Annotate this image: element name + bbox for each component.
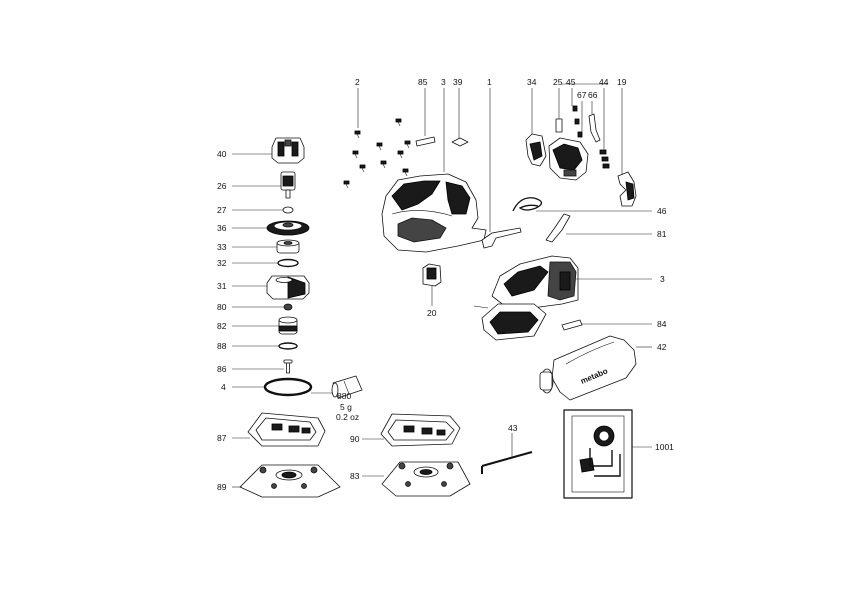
label-46: 46	[657, 206, 667, 216]
label-39: 39	[453, 77, 463, 87]
part-1001-wiring-box	[563, 409, 633, 499]
label-40: 40	[217, 149, 227, 159]
part-84-strip	[561, 319, 583, 331]
part-20-switch	[422, 263, 442, 287]
part-32-circlip	[277, 258, 299, 268]
part-42-dust-bag: metabo	[539, 335, 637, 401]
part-85-strip	[415, 136, 436, 147]
label-80: 80	[217, 302, 227, 312]
part-4-rubber-ring	[263, 377, 313, 397]
part-45-electronics-module	[548, 137, 589, 181]
label-grease-g: 5 g	[340, 402, 352, 412]
label-31: 31	[217, 281, 227, 291]
part-880-grease-tube	[331, 375, 363, 399]
part-31-counterweight	[266, 275, 310, 300]
part-1-switch-rod	[481, 227, 522, 249]
label-3-top: 3	[441, 77, 446, 87]
part-39-pad	[451, 137, 469, 147]
part-88-ring	[278, 342, 298, 350]
part-89-delta-pad	[239, 464, 341, 498]
label-1001: 1001	[655, 442, 674, 452]
label-grease-oz: 0.2 oz	[336, 412, 359, 422]
part-36-fan	[266, 220, 310, 236]
label-81: 81	[657, 229, 667, 239]
part-3-assembled-sander	[473, 255, 579, 341]
label-32: 32	[217, 258, 227, 268]
part-82-bearing	[278, 316, 298, 335]
part-44-springs	[599, 149, 610, 169]
label-880: 880	[337, 391, 351, 401]
part-46-spring	[512, 197, 543, 212]
part-2-screws	[343, 118, 411, 189]
label-43: 43	[508, 423, 518, 433]
part-33-bearing	[276, 239, 300, 254]
part-87-delta-plate	[247, 412, 326, 447]
label-84: 84	[657, 319, 667, 329]
label-82: 82	[217, 321, 227, 331]
label-45: 45	[566, 77, 576, 87]
label-86: 86	[217, 364, 227, 374]
part-83-rect-pad	[381, 461, 471, 497]
label-87: 87	[217, 433, 227, 443]
part-19-latch	[617, 171, 637, 207]
part-25-label	[555, 118, 563, 133]
label-20: 20	[427, 308, 437, 318]
part-26-rotor	[280, 171, 296, 199]
part-27-nut	[282, 206, 294, 214]
label-42: 42	[657, 342, 667, 352]
label-44: 44	[599, 77, 609, 87]
label-36: 36	[217, 223, 227, 233]
label-27: 27	[217, 205, 227, 215]
label-85: 85	[418, 77, 428, 87]
label-26: 26	[217, 181, 227, 191]
label-66: 66	[588, 90, 598, 100]
part-34-battery-terminal	[525, 133, 547, 167]
label-1: 1	[487, 77, 492, 87]
label-83: 83	[350, 471, 360, 481]
part-67-66-contacts	[572, 105, 601, 143]
label-33: 33	[217, 242, 227, 252]
label-89: 89	[217, 482, 227, 492]
label-25: 25	[553, 77, 563, 87]
label-34: 34	[527, 77, 537, 87]
part-43-hex-key	[481, 451, 533, 474]
part-86-screw	[283, 359, 293, 374]
label-90: 90	[350, 434, 360, 444]
part-90-rect-plate	[380, 413, 461, 447]
label-2: 2	[355, 77, 360, 87]
part-80-washer	[283, 303, 293, 311]
label-3-right: 3	[660, 274, 665, 284]
label-19: 19	[617, 77, 627, 87]
label-88: 88	[217, 341, 227, 351]
part-labels: 2 85 3 39 1 34 25 45 44 19 67 66 40 26 2…	[217, 77, 674, 492]
part-40-field-assembly	[271, 137, 305, 164]
leader-lines	[232, 83, 652, 488]
label-4: 4	[221, 382, 226, 392]
part-81-spring	[545, 213, 571, 243]
label-67: 67	[577, 90, 587, 100]
part-3-housing-left	[381, 173, 487, 253]
